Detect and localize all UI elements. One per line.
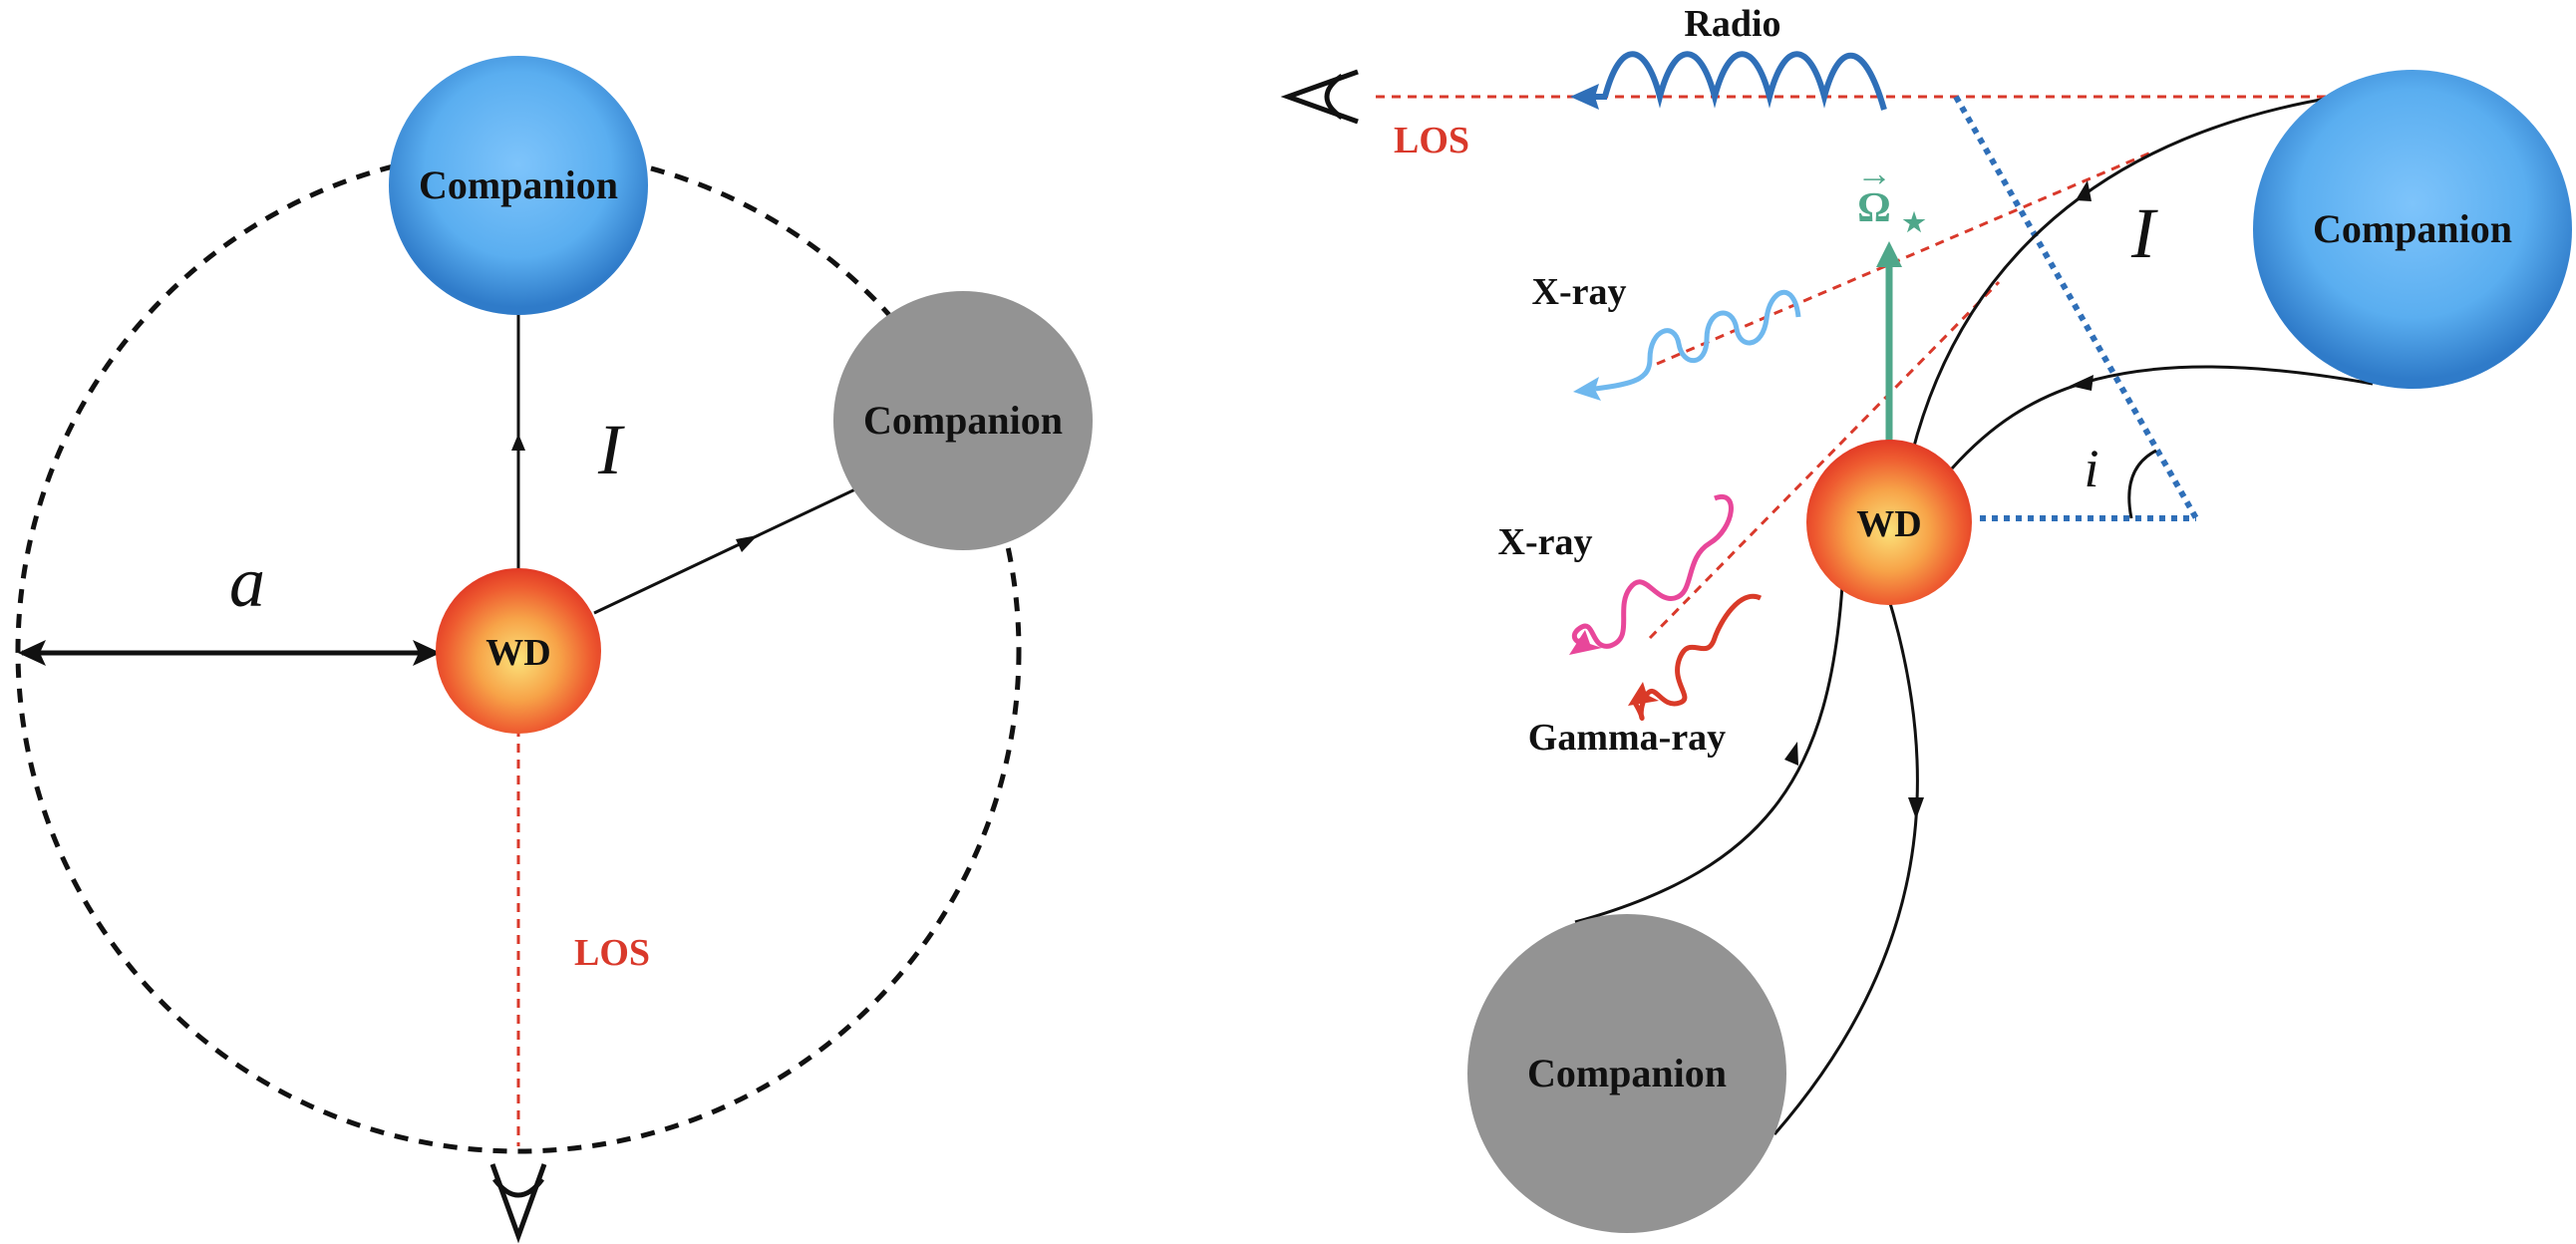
orbit-curve-bottom-left [1574, 585, 1844, 924]
companion-right-blue-label: Companion [2313, 206, 2512, 251]
los-label-right: LOS [1394, 120, 1469, 161]
wd-left-label: WD [485, 632, 550, 674]
arrow-diag-marker [736, 535, 758, 552]
xray-upper-label: X-ray [1532, 271, 1627, 313]
eye-icon-left-lid [1324, 73, 1344, 121]
orbit-curve-mid [1950, 365, 2374, 470]
arrow-orbit-mid [2070, 375, 2093, 391]
los-label-left: LOS [574, 932, 650, 974]
spin-axis-arrow-head [1876, 241, 1902, 267]
radius-label-a: a [229, 542, 265, 622]
omega-label: Ω [1857, 185, 1891, 231]
wd-left [436, 568, 601, 734]
orbit-circle [15, 148, 1022, 1154]
arrow-orbit-bottom-right [1908, 797, 1924, 819]
omega-vector-arrow: → [1856, 154, 1892, 193]
radio-label: Radio [1684, 3, 1780, 45]
xray-lower-wave-head [1569, 630, 1602, 655]
companion-right-blue [2253, 70, 2572, 389]
eye-icon-bottom-lid [492, 1177, 544, 1198]
wd-to-companion-gray-line [593, 486, 858, 615]
xray-lower-label: X-ray [1498, 521, 1593, 563]
companion-bottom-gray [1467, 914, 1786, 1233]
dotted-slant-line [1953, 95, 2199, 520]
arrow-orbit-bottom-left [1784, 742, 1798, 766]
companion-top-label: Companion [419, 162, 618, 207]
companion-right-gray [833, 291, 1093, 550]
orbit-curve-bottom-right [1772, 592, 1919, 1135]
omega-subscript: ★ [1902, 208, 1926, 237]
los-ray-upper [1656, 150, 2154, 366]
radius-arrow-head-left [18, 640, 46, 666]
xray-lower-wave [1571, 493, 1734, 649]
radio-wave-head [1570, 84, 1599, 110]
left-panel: Companion Companion WD a I LOS [15, 56, 1093, 1244]
arrow-orbit-top [2076, 180, 2092, 201]
wd-right [1806, 440, 1972, 605]
gamma-wave-head [1628, 682, 1659, 706]
los-ray-lower [1648, 280, 2001, 640]
eye-icon-bottom [489, 1163, 547, 1244]
right-panel: i → Ω ★ Radio X-ray X-ray Gamma-ray [1280, 3, 2572, 1233]
inclination-label-right: I [2130, 193, 2158, 273]
radio-wave [1602, 51, 1887, 111]
wd-right-label: WD [1856, 503, 1921, 545]
orbit-curve-top [1910, 95, 2339, 455]
xray-upper-wave-head [1573, 377, 1601, 401]
angle-label-i: i [2084, 439, 2098, 498]
eye-icon-left [1280, 69, 1359, 125]
radius-arrow-head-right [413, 640, 441, 666]
gamma-label: Gamma-ray [1528, 717, 1726, 759]
companion-top-blue [389, 56, 648, 315]
arrow-up-marker [511, 434, 525, 451]
inclination-label-left: I [597, 410, 625, 489]
angle-arc [2127, 449, 2157, 519]
companion-right-label: Companion [863, 398, 1063, 443]
companion-bottom-gray-label: Companion [1527, 1051, 1727, 1095]
xray-upper-wave [1594, 290, 1801, 392]
